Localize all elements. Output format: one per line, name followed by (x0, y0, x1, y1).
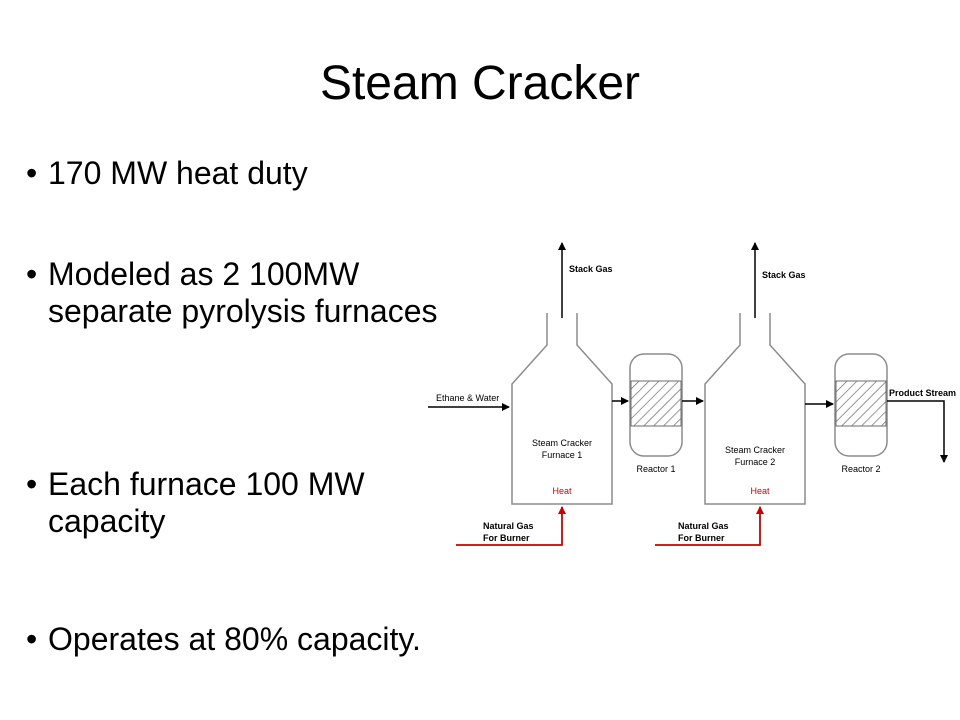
product-stream-label: Product Stream (889, 388, 956, 398)
heat-1-label: Heat (552, 486, 572, 496)
reactor-2-catalyst-bed (835, 380, 887, 427)
bullet-furnace-capacity: Each furnace 100 MW capacity (26, 466, 468, 540)
fuel-2-label-line1: Natural Gas (678, 521, 729, 531)
fuel-1-label-line1: Natural Gas (483, 521, 534, 531)
bullet-heat-duty: 170 MW heat duty (26, 155, 468, 192)
reactor-2-label: Reactor 2 (841, 464, 880, 474)
fuel-2-arrow (655, 506, 764, 546)
reactor-1-catalyst-bed (630, 380, 682, 427)
stack-gas-1-label: Stack Gas (569, 264, 613, 274)
furnace-2-vessel (704, 313, 806, 505)
furnace-2-label-line2: Furnace 2 (735, 457, 776, 467)
fuel-2-label-line2: For Burner (678, 533, 725, 543)
slide-title: Steam Cracker (319, 57, 641, 110)
bullet-modeled-furnaces: Modeled as 2 100MW separate pyrolysis fu… (26, 256, 468, 330)
product-stream-arrow (887, 400, 948, 463)
furnace-2-label-line1: Steam Cracker (725, 445, 785, 455)
heat-2-label: Heat (750, 486, 770, 496)
furnace-1-label-line1: Steam Cracker (532, 438, 592, 448)
reactor-1-label: Reactor 1 (636, 464, 675, 474)
feed-label: Ethane & Water (436, 393, 499, 403)
bullet-operating-capacity: Operates at 80% capacity. (26, 621, 468, 658)
furnace-1-label-line2: Furnace 1 (542, 450, 583, 460)
fuel-1-label-line2: For Burner (483, 533, 530, 543)
furnace-1-vessel (511, 313, 613, 505)
stack-gas-2-label: Stack Gas (762, 270, 806, 280)
fuel-1-arrow (456, 506, 566, 546)
